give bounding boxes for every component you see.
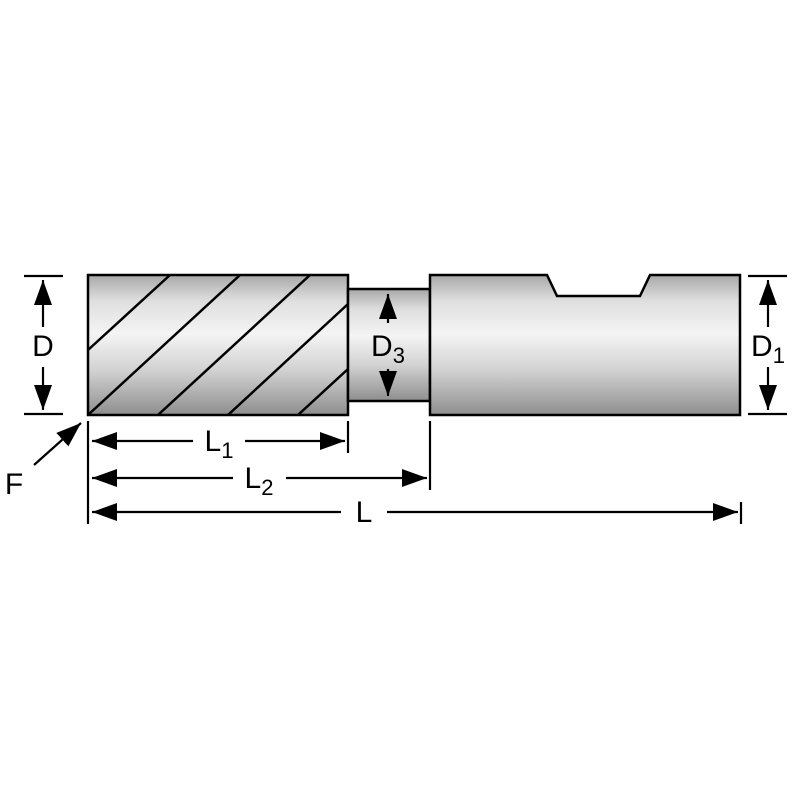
flute-lines bbox=[87, 274, 349, 416]
dim-d3: D3 bbox=[371, 294, 405, 396]
f-leader-arrow bbox=[33, 422, 82, 466]
label-d: D bbox=[32, 330, 54, 363]
label-f: F bbox=[5, 468, 23, 501]
tool-drawing bbox=[86, 273, 742, 417]
flute-line bbox=[157, 274, 311, 416]
callout-f: F bbox=[5, 422, 82, 501]
label-d3: D3 bbox=[371, 330, 405, 368]
flute-line bbox=[297, 368, 349, 416]
dim-l1: L1 bbox=[92, 421, 350, 463]
label-l: L bbox=[356, 496, 373, 529]
dim-l: L bbox=[92, 496, 743, 529]
shank bbox=[428, 273, 742, 417]
dim-l2: L2 bbox=[92, 421, 432, 500]
flute-line bbox=[87, 274, 171, 351]
flute-line bbox=[87, 274, 241, 416]
dim-d: D bbox=[24, 274, 63, 416]
label-d1: D1 bbox=[751, 330, 785, 368]
flute-line bbox=[227, 303, 349, 416]
label-l2: L2 bbox=[245, 462, 274, 500]
dim-d1: D1 bbox=[748, 274, 787, 416]
label-l1: L1 bbox=[205, 425, 234, 463]
